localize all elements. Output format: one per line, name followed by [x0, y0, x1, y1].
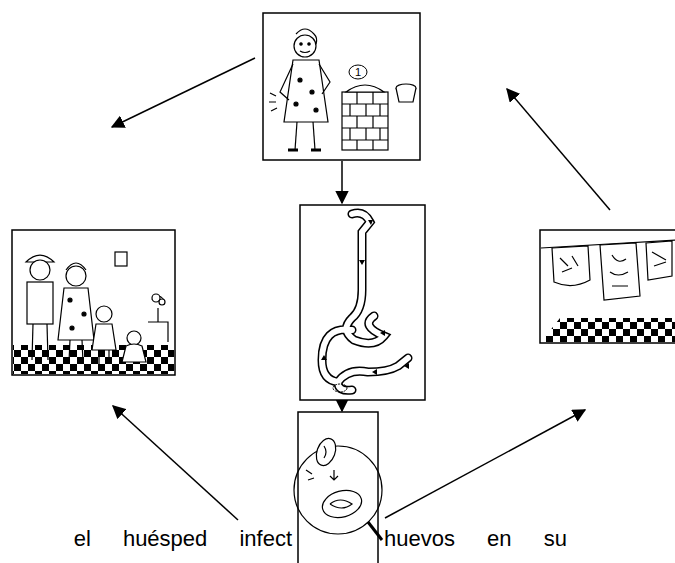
family-frame — [12, 230, 175, 375]
egg-magnifier-frame — [294, 412, 382, 563]
digestive-tract-frame — [300, 205, 425, 400]
callout-number: 1 — [355, 67, 361, 78]
scratching-girl-frame — [263, 13, 420, 160]
caption-fragment: huevos en su — [384, 528, 567, 550]
caption-fragment: el huésped infect — [74, 528, 292, 550]
laundry-frame — [540, 230, 675, 343]
